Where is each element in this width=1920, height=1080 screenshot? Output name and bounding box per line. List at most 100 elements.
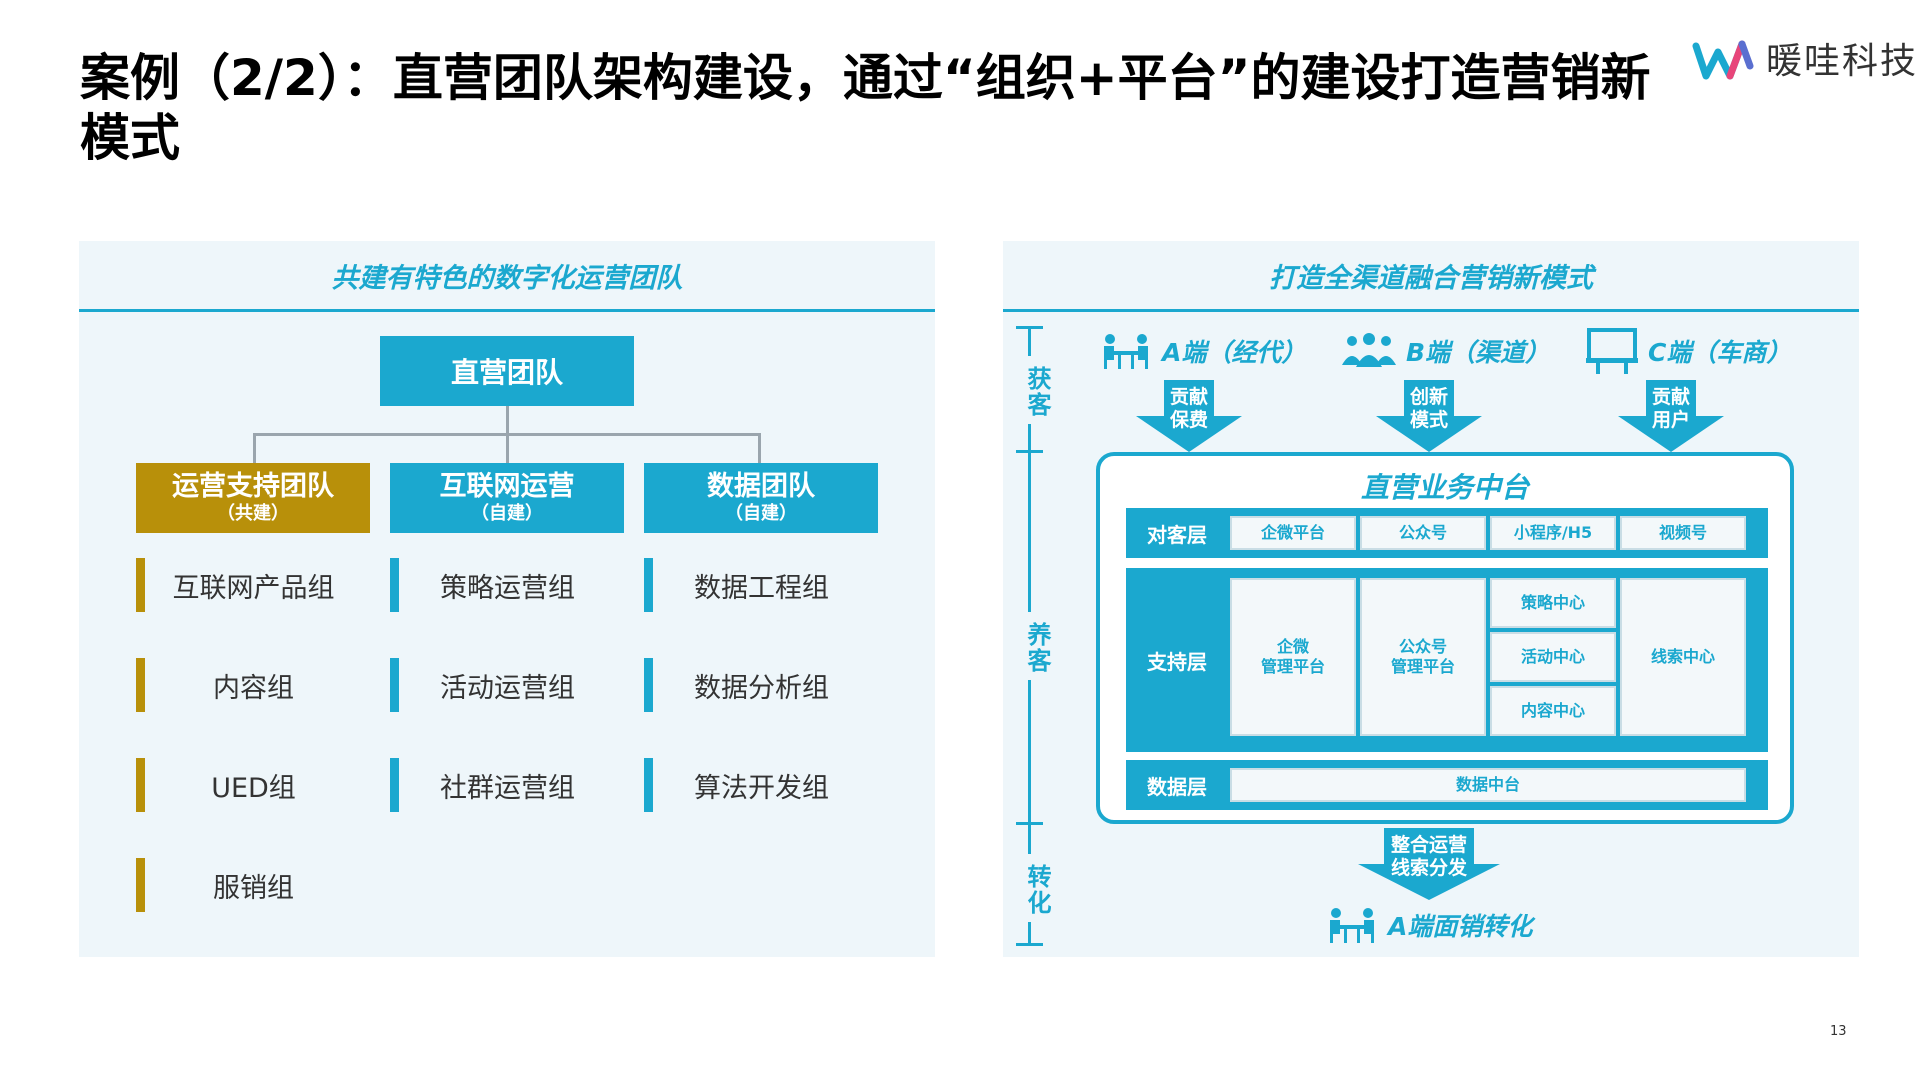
customer-cell: 公众号 bbox=[1360, 516, 1486, 550]
support-cell: 企微 管理平台 bbox=[1230, 578, 1356, 736]
connector bbox=[253, 433, 761, 436]
stage-axis-bg bbox=[1012, 356, 1048, 424]
group-text: 活动运营组 bbox=[440, 672, 575, 704]
channel-label: C端（车商） bbox=[1648, 338, 1792, 367]
arrow-line: 贡献 bbox=[1169, 386, 1208, 408]
channel-label: A端（经代） bbox=[1162, 338, 1307, 367]
connector bbox=[253, 433, 256, 463]
group-text: 互联网产品组 bbox=[172, 572, 335, 604]
stage-tick bbox=[1016, 450, 1043, 453]
team-name: 数据团队 bbox=[707, 471, 815, 502]
conversion-row: A端面销转化 bbox=[1326, 902, 1532, 948]
data-cell: 数据中台 bbox=[1230, 768, 1746, 802]
arrow-line: 创新 bbox=[1409, 386, 1448, 408]
logo-text: 暖哇科技 bbox=[1766, 41, 1919, 82]
group-bar bbox=[644, 758, 653, 812]
group-bar bbox=[136, 658, 145, 712]
arrow-line: 线索分发 bbox=[1390, 857, 1467, 879]
billboard-icon bbox=[1586, 328, 1638, 374]
group-text: 数据工程组 bbox=[694, 572, 829, 604]
conversion-label: A端面销转化 bbox=[1388, 912, 1533, 941]
group-bar bbox=[136, 858, 145, 912]
arrow-line: 保费 bbox=[1169, 409, 1208, 431]
stage-axis-bg bbox=[1012, 612, 1048, 680]
team-name: 互联网运营 bbox=[439, 471, 575, 502]
platform-title: 直营业务中台 bbox=[1360, 471, 1529, 504]
group-item: 社群运营组 bbox=[390, 758, 616, 812]
team-box-data: 数据团队 （自建） bbox=[644, 463, 878, 533]
group-bar bbox=[390, 758, 399, 812]
customer-cell: 企微平台 bbox=[1230, 516, 1356, 550]
down-arrow-bottom bbox=[1358, 828, 1500, 900]
down-arrow-b bbox=[1376, 380, 1482, 452]
group-item: 数据分析组 bbox=[644, 658, 870, 712]
arrow-text: 贡献 用户 bbox=[1616, 386, 1726, 432]
support-cell: 线索中心 bbox=[1620, 578, 1746, 736]
left-panel-header: 共建有特色的数字化运营团队 bbox=[79, 241, 935, 312]
group-bar bbox=[644, 658, 653, 712]
group-text: 策略运营组 bbox=[440, 572, 575, 604]
group-text: 算法开发组 bbox=[694, 772, 829, 804]
support-cell: 公众号 管理平台 bbox=[1360, 578, 1486, 736]
stage-tick bbox=[1016, 822, 1043, 825]
layer-label: 对客层 bbox=[1147, 522, 1207, 547]
center-cell: 内容中心 bbox=[1490, 686, 1616, 736]
group-item: 策略运营组 bbox=[390, 558, 616, 612]
group-text: 内容组 bbox=[213, 672, 294, 704]
meeting-icon bbox=[1330, 908, 1374, 943]
logo-icon bbox=[1692, 40, 1754, 80]
arrow-text: 整合运营 线索分发 bbox=[1356, 834, 1502, 880]
stage-tick bbox=[1016, 326, 1043, 329]
stage-tick bbox=[1016, 943, 1043, 946]
arrow-line: 整合运营 bbox=[1390, 834, 1467, 856]
arrow-line: 贡献 bbox=[1651, 386, 1690, 408]
connector bbox=[758, 433, 761, 463]
group-bar bbox=[136, 758, 145, 812]
down-arrow-a bbox=[1136, 380, 1242, 452]
team-box-ops-support: 运营支持团队 （共建） bbox=[136, 463, 370, 533]
meeting-icon bbox=[1104, 334, 1148, 369]
team-box-internet-ops: 互联网运营 （自建） bbox=[390, 463, 624, 533]
down-arrow-c bbox=[1618, 380, 1724, 452]
page-number: 13 bbox=[1830, 1024, 1847, 1039]
arrow-text: 创新 模式 bbox=[1374, 386, 1484, 432]
group-item: 算法开发组 bbox=[644, 758, 870, 812]
group-bar bbox=[644, 558, 653, 612]
layer-label: 支持层 bbox=[1147, 649, 1207, 674]
stage-label-acquire: 获客 bbox=[1023, 366, 1051, 418]
team-note: （自建） bbox=[471, 503, 543, 524]
channel-label: B端（渠道） bbox=[1406, 338, 1551, 367]
channel-b: B端（渠道） bbox=[1342, 328, 1550, 374]
center-cell: 活动中心 bbox=[1490, 632, 1616, 682]
page-title: 案例（2/2）：直营团队架构建设，通过“组织+平台”的建设打造营销新模式 bbox=[80, 49, 1651, 167]
group-bar bbox=[390, 558, 399, 612]
channel-c: C端（车商） bbox=[1586, 328, 1791, 374]
group-text: UED组 bbox=[211, 772, 296, 804]
group-item: 互联网产品组 bbox=[136, 558, 362, 612]
stage-axis-bg bbox=[1012, 854, 1048, 922]
group-item: UED组 bbox=[136, 758, 362, 812]
arrow-line: 用户 bbox=[1651, 409, 1690, 431]
arrow-line: 模式 bbox=[1409, 409, 1448, 431]
channel-a: A端（经代） bbox=[1100, 328, 1306, 374]
group-bar bbox=[136, 558, 145, 612]
group-text: 数据分析组 bbox=[694, 672, 829, 704]
center-cell: 策略中心 bbox=[1490, 578, 1616, 628]
group-text: 社群运营组 bbox=[440, 772, 575, 804]
stage-label-convert: 转化 bbox=[1023, 864, 1051, 916]
group-item: 数据工程组 bbox=[644, 558, 870, 612]
layer-label: 数据层 bbox=[1147, 774, 1207, 799]
customer-cell: 视频号 bbox=[1620, 516, 1746, 550]
arrow-text: 贡献 保费 bbox=[1134, 386, 1244, 432]
team-name: 运营支持团队 bbox=[172, 471, 334, 502]
org-top-box: 直营团队 bbox=[380, 336, 634, 406]
customer-cell: 小程序/H5 bbox=[1490, 516, 1616, 550]
group-item: 服销组 bbox=[136, 858, 362, 912]
group-text: 服销组 bbox=[213, 872, 294, 904]
team-note: （共建） bbox=[217, 503, 289, 524]
stage-label-nurture: 养客 bbox=[1023, 622, 1051, 674]
group-bar bbox=[390, 658, 399, 712]
group-item: 活动运营组 bbox=[390, 658, 616, 712]
right-panel-header: 打造全渠道融合营销新模式 bbox=[1003, 241, 1859, 312]
group-item: 内容组 bbox=[136, 658, 362, 712]
